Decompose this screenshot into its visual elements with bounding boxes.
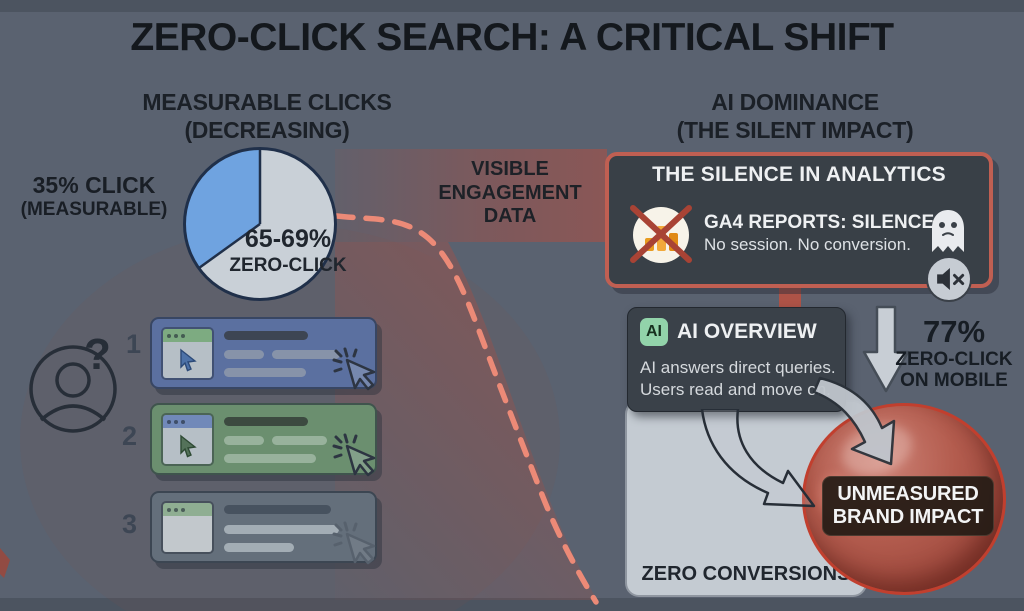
zero-conversions-panel: ZERO CONVERSIONS (625, 400, 867, 597)
pie-slice-dividers (198, 150, 262, 270)
impact-line2: BRAND IMPACT (832, 506, 984, 528)
pie-outside-label: 35% CLICK (MEASURABLE) (8, 172, 180, 221)
pie-click-measurable: (MEASURABLE) (20, 199, 168, 220)
unmeasured-brand-impact-box: UNMEASURED BRAND IMPACT (822, 476, 994, 536)
text-line-bar (224, 454, 316, 463)
red-connector (779, 284, 801, 310)
engagement-band (335, 149, 607, 242)
down-arrow-icon (862, 305, 910, 393)
silence-analytics-box: THE SILENCE IN ANALYTICS GA4 REPORTS: SI… (605, 152, 993, 302)
bottom-strip (0, 598, 1024, 611)
impact-line1: UNMEASURED (837, 482, 979, 505)
serp-card-1 (150, 317, 377, 391)
text-line-bar (224, 417, 308, 426)
ai-overview-title: AI OVERVIEW (677, 320, 817, 343)
person-icon (29, 345, 117, 433)
left-heading-line2: (DECREASING) (184, 117, 350, 144)
text-line-bar (224, 350, 264, 359)
pie-inner-label: 65-69% ZERO-CLICK (208, 225, 368, 277)
text-line-bar (224, 368, 306, 377)
pie-click-pct: 35% CLICK (32, 172, 156, 198)
serp-card-3 (150, 491, 377, 565)
result-number-2: 2 (122, 421, 138, 451)
click-cursor-icon (332, 347, 376, 391)
text-line-bar (272, 350, 340, 359)
left-heading-line1: MEASURABLE CLICKS (142, 89, 392, 115)
muted-speaker-icon (937, 268, 965, 290)
visible-engagement-label: VISIBLE ENGAGEMENT DATA (418, 158, 602, 229)
result-number-3: 3 (122, 509, 138, 539)
decline-shaded-area (335, 242, 597, 600)
serp-card-2 (150, 403, 377, 477)
ai-overview-body1: AI answers direct queries. (640, 358, 836, 377)
browser-thumbnail-icon (161, 501, 214, 554)
text-line-bar (224, 543, 294, 552)
curved-arrow-to-circle (700, 409, 816, 508)
right-heading-line1: AI DOMINANCE (711, 89, 879, 115)
click-cursor-icon (332, 521, 376, 565)
top-strip (0, 0, 1024, 12)
band-line3: DATA (483, 205, 537, 228)
cursor-arrow-icon (179, 348, 197, 372)
click-cursor-icon (332, 433, 376, 477)
browser-thumbnail-icon (161, 327, 214, 380)
result-number-1: 1 (126, 329, 142, 359)
right-column-heading: AI DOMINANCE (THE SILENT IMPACT) (630, 88, 960, 144)
ga4-silence-line: GA4 REPORTS: SILENCE. (704, 212, 940, 233)
mobile-stat: 77% ZERO-CLICK ON MOBILE (892, 314, 1016, 392)
ai-overview-box: AI AI OVERVIEW AI answers direct queries… (627, 307, 846, 412)
ghost-icon (932, 210, 964, 252)
text-line-bar (272, 436, 327, 445)
edge-artifact (0, 548, 10, 578)
band-line2: ENGAGEMENT (438, 181, 582, 204)
question-mark: ? (84, 330, 111, 379)
pie-zero-click-text: ZERO-CLICK (229, 255, 347, 276)
pie-zero-click-pct: 65-69% (244, 225, 332, 253)
page-title: ZERO-CLICK SEARCH: A CRITICAL SHIFT (130, 16, 894, 59)
curved-arrow-into-circle (812, 376, 896, 466)
right-heading-line2: (THE SILENT IMPACT) (676, 117, 914, 144)
ai-badge: AI (640, 318, 668, 346)
text-line-bar (224, 331, 308, 340)
text-line-bar (224, 525, 339, 534)
cursor-arrow-icon (179, 434, 197, 458)
ga4-crossed-icon (630, 205, 692, 263)
mobile-stat-value: 77% (922, 314, 986, 349)
ai-overview-body2: Users read and move on. (640, 380, 831, 399)
text-line-bar (224, 505, 331, 514)
ga4-noconversion-line: No session. No conversion. (704, 235, 911, 254)
silence-box-title: THE SILENCE IN ANALYTICS (652, 163, 946, 186)
mobile-stat-line2: ON MOBILE (900, 369, 1008, 391)
text-line-bar (224, 436, 264, 445)
dashed-decline-line (334, 213, 599, 605)
mobile-stat-line1: ZERO-CLICK (895, 349, 1013, 370)
zero-conversions-label: ZERO CONVERSIONS (641, 563, 851, 585)
left-column-heading: MEASURABLE CLICKS (DECREASING) (102, 88, 432, 144)
band-line1: VISIBLE (471, 158, 549, 180)
browser-thumbnail-icon (161, 413, 214, 466)
mute-badge (926, 256, 972, 302)
